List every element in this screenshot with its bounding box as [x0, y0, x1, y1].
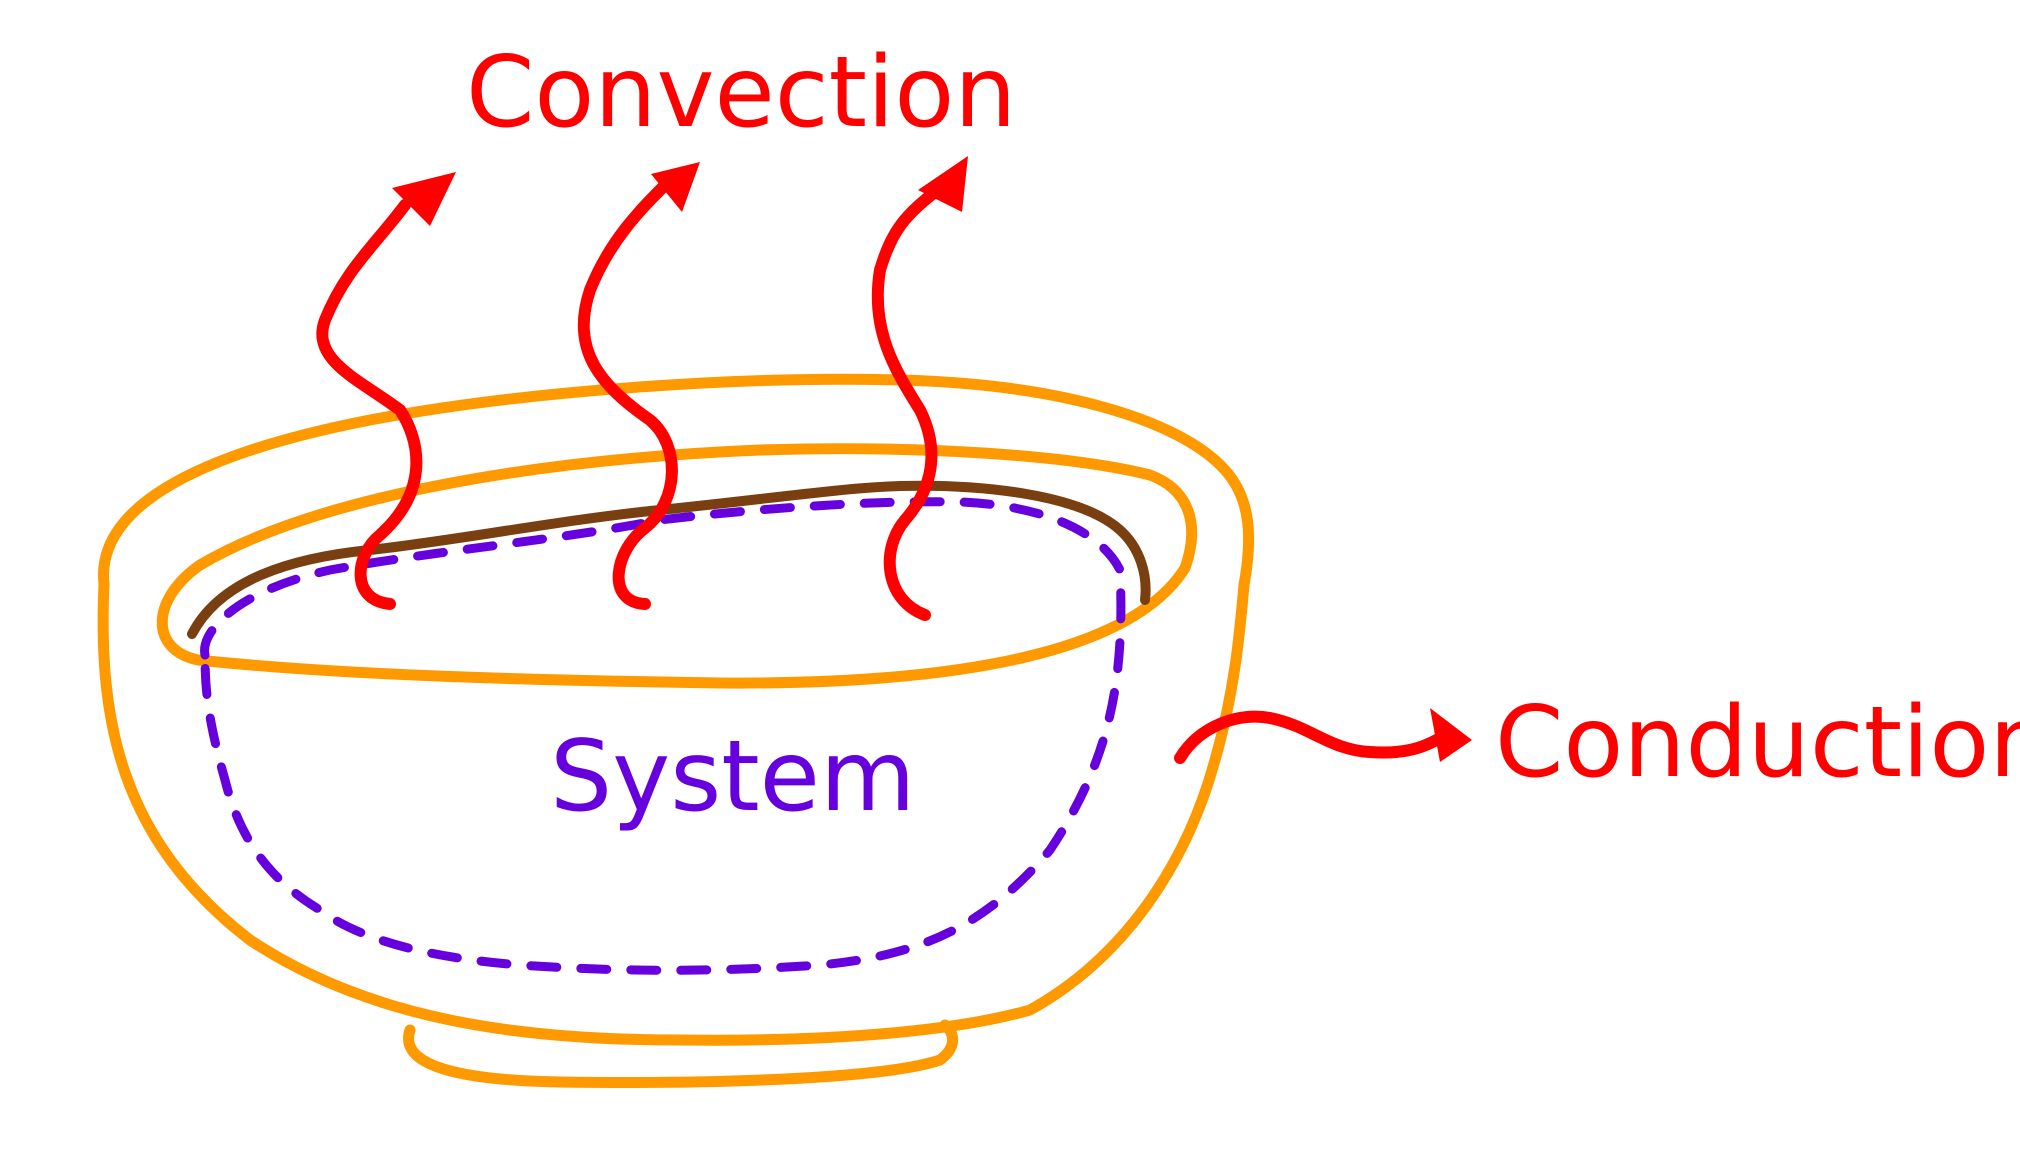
bowl-body: [97, 578, 1250, 1046]
soup-surface-line: [187, 480, 1151, 639]
convection-arrow-left: [316, 199, 423, 610]
convection-arrow-right: [871, 182, 946, 621]
convection-arrowhead-middle: [651, 162, 700, 212]
conduction-label: Conduction: [1495, 686, 2020, 800]
conduction-arrowhead: [1430, 708, 1472, 762]
bowl-inner-rim: [156, 443, 1197, 689]
bowl-foot: [403, 1019, 959, 1088]
convection-arrow-middle: [577, 176, 678, 610]
system-label: System: [550, 720, 915, 834]
bowl-outer-rim: [98, 373, 1255, 591]
convection-arrowhead-right: [918, 156, 968, 212]
system-boundary-dashed: [200, 497, 1126, 975]
convection-arrowhead-left: [392, 172, 456, 226]
conduction-arrow: [1174, 710, 1456, 764]
convection-label: Convection: [466, 36, 1016, 150]
